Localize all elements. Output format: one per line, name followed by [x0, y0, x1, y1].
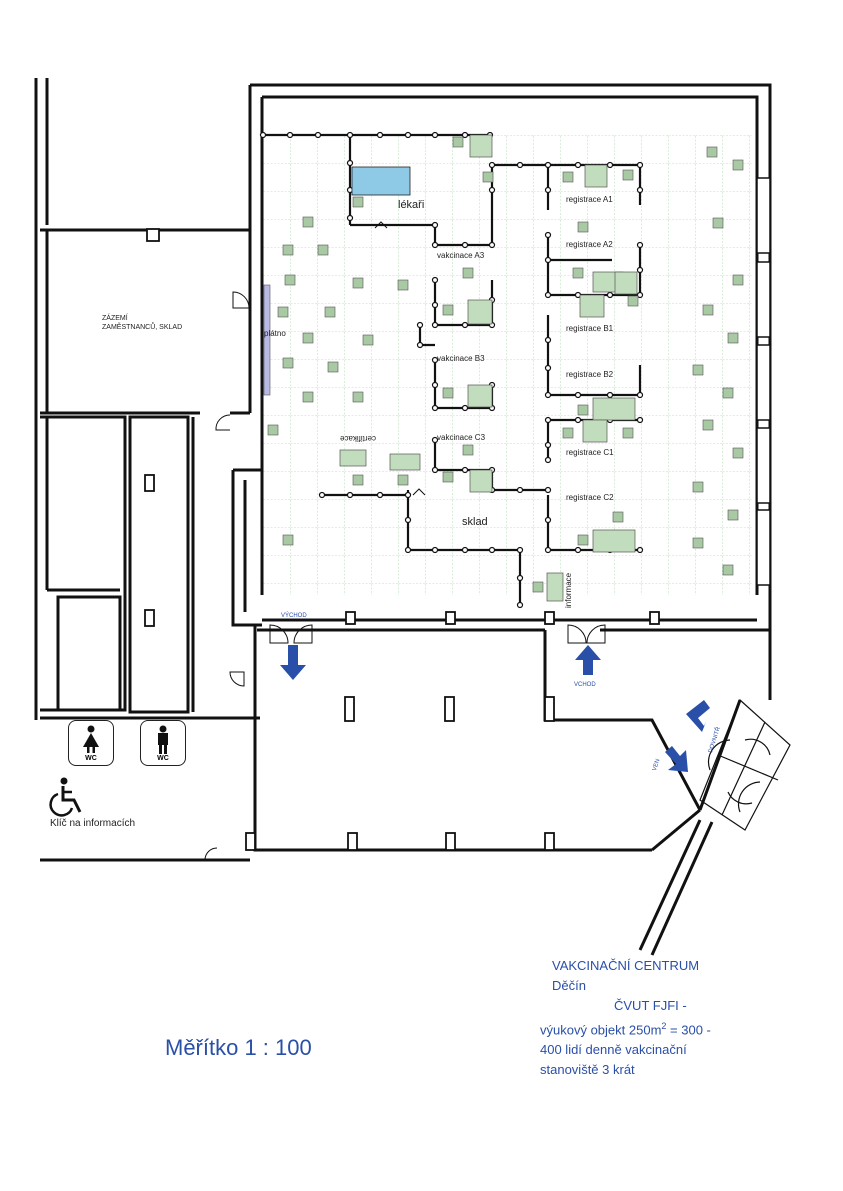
room-certifikace: certifikace — [340, 434, 377, 443]
wc-male-label: WC — [157, 755, 169, 762]
title-line5: 400 lidí denně vakcinační — [540, 1042, 687, 1058]
entry-arrow-outer — [686, 700, 710, 732]
title-block: VAKCINAČNÍ CENTRUM Děčín ČVUT FJFI - výu… — [540, 956, 782, 1080]
room-vakcinace-a3: vakcinace A3 — [437, 251, 485, 260]
man-icon — [158, 725, 168, 754]
room-vakcinace-b3: vakcinace B3 — [437, 354, 485, 363]
title-line3: ČVUT FJFI - — [614, 998, 687, 1013]
title-line4: výukový objekt 250m2 = 300 - — [540, 1016, 782, 1040]
exit-label-vychod: VÝCHOD — [281, 613, 307, 619]
room-registrace-b1: registrace B1 — [566, 324, 614, 333]
accessible-note: Klíč na informacích — [50, 818, 136, 829]
wc-female-label: WC — [85, 755, 97, 762]
room-registrace-a1: registrace A1 — [566, 195, 613, 204]
room-vakcinace-c3: vakcinace C3 — [437, 433, 486, 442]
vestibule — [699, 698, 791, 831]
columns — [144, 228, 660, 851]
wc-female-sign: WC — [68, 720, 114, 766]
title-line4sup: 2 — [661, 1021, 667, 1031]
floor-grid — [263, 135, 753, 595]
title-line4a: výukový objekt 250m — [540, 1022, 662, 1038]
room-informace: informace — [564, 572, 573, 608]
chairs — [267, 136, 744, 593]
scale-label: Měřítko 1 : 100 — [165, 1035, 312, 1060]
title-line1: VAKCINAČNÍ CENTRUM — [552, 958, 700, 973]
room-registrace-c2: registrace C2 — [566, 493, 614, 502]
entry-arrow — [575, 645, 601, 675]
room-registrace-c1: registrace C1 — [566, 448, 614, 457]
wc-male-sign: WC — [140, 720, 186, 766]
wheelchair-icon — [49, 777, 82, 817]
room-registrace-a2: registrace A2 — [566, 240, 613, 249]
room-lekari: lékaři — [398, 199, 425, 211]
title-line2: Děčín — [552, 978, 586, 993]
room-registrace-b2: registrace B2 — [566, 370, 614, 379]
room-sklad: sklad — [462, 516, 488, 528]
direction-arrows — [280, 645, 710, 772]
doctor-desk — [351, 166, 411, 196]
title-line4b: = 300 - — [666, 1022, 711, 1038]
woman-icon — [83, 725, 99, 753]
exit-arrow — [280, 645, 306, 680]
right-windows — [756, 177, 771, 586]
entry-label-vchod: VCHOD — [574, 682, 596, 688]
tables — [339, 134, 638, 602]
projection-screen — [263, 284, 271, 396]
doors — [204, 221, 606, 861]
exit-arrow-outer — [665, 746, 688, 772]
room-zazemi: ZÁZEMÍ ZAMĚSTNANCŮ, SKLAD — [102, 315, 183, 331]
room-platno: plátno — [264, 329, 286, 338]
title-line6: stanoviště 3 krát — [540, 1062, 635, 1078]
